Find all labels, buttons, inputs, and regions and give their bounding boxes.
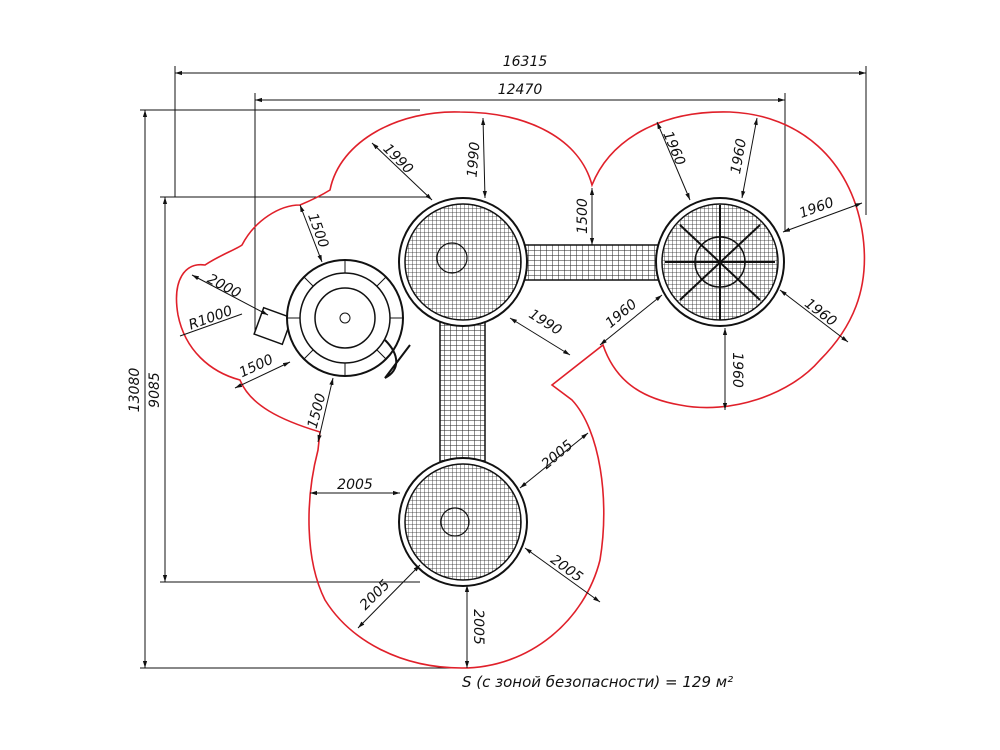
dim-slide-3: 1500 xyxy=(237,352,276,382)
dim-c-5: 2005 xyxy=(470,609,486,645)
dim-overall-width: 16315 xyxy=(503,54,548,70)
platform-b xyxy=(655,197,785,327)
overall-dimensions: 16315 12470 13080 9085 xyxy=(127,54,867,669)
dim-a-3: 1990 xyxy=(526,306,565,338)
dim-c-1: 2005 xyxy=(539,437,577,472)
dim-slide-2: 2000 xyxy=(204,271,243,302)
platform-c xyxy=(398,457,528,587)
dim-c-3: 2005 xyxy=(547,552,585,586)
dim-b-1: 1960 xyxy=(659,129,688,168)
dim-slide-radius: R1000 xyxy=(187,303,235,334)
dim-b-6: 1960 xyxy=(603,296,641,331)
dim-inner-width: 12470 xyxy=(498,82,543,98)
dim-b-5: 1960 xyxy=(729,352,745,388)
spiral-slide xyxy=(253,259,411,379)
horizontal-bridge xyxy=(523,244,661,281)
vertical-bridge xyxy=(439,321,486,463)
dim-c-2: 2005 xyxy=(337,477,373,493)
dim-overall-height: 13080 xyxy=(127,368,143,413)
dim-bridge-width: 1500 xyxy=(575,198,591,234)
dim-a-2: 1990 xyxy=(464,141,483,178)
dim-b-3: 1960 xyxy=(797,195,836,222)
dimension-leaders xyxy=(179,117,863,668)
dim-b-2: 1960 xyxy=(728,137,750,175)
platform-a xyxy=(398,197,528,327)
area-caption: S (с зоной безопасности) = 129 м² xyxy=(462,673,734,691)
dim-slide-1: 1500 xyxy=(304,211,331,250)
dim-b-4: 1960 xyxy=(801,296,839,330)
dim-a-1: 1990 xyxy=(380,141,417,178)
dim-inner-height: 9085 xyxy=(147,372,163,408)
safety-zone-outline xyxy=(175,111,866,669)
